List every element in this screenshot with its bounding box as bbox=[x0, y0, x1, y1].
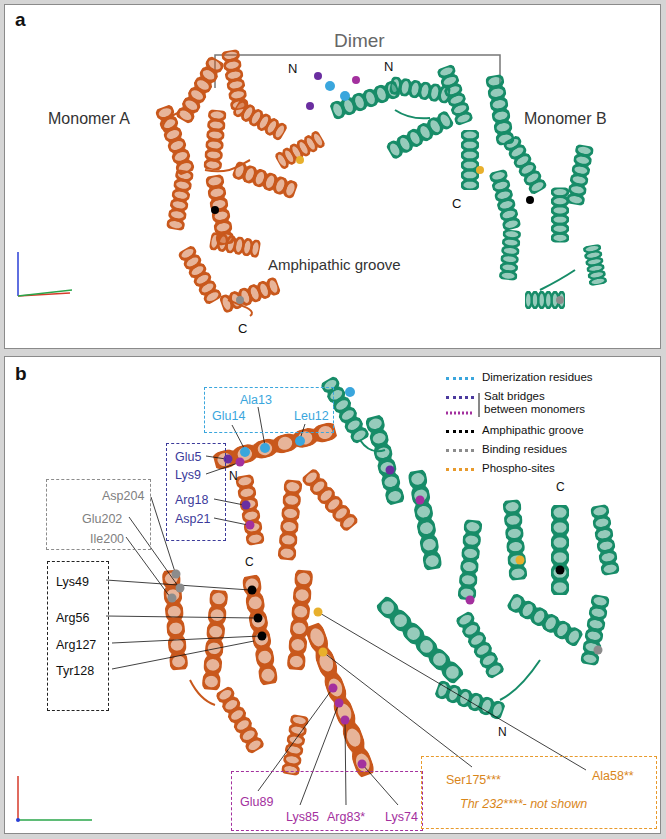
terminus-label: N bbox=[384, 60, 393, 75]
residue-label: Arg18 bbox=[175, 493, 208, 507]
terminus-label: C bbox=[556, 481, 565, 495]
panel-letter: b bbox=[15, 363, 27, 385]
terminus-label: N bbox=[229, 470, 238, 484]
residue-label: Glu89 bbox=[240, 795, 273, 809]
residue-label: Glu5 bbox=[175, 450, 201, 464]
legend-text: Salt bridges between monomers bbox=[484, 390, 590, 416]
residue-label: Asp21 bbox=[175, 512, 210, 526]
residue-label: Lys9 bbox=[175, 468, 201, 482]
legend-text: Binding residues bbox=[482, 443, 567, 456]
residue-label: Tyr128 bbox=[56, 664, 94, 678]
monomer-label: Monomer A bbox=[48, 110, 130, 128]
terminus-label: C bbox=[452, 197, 461, 212]
residue-label: Arg83* bbox=[327, 810, 365, 824]
residue-group-box: Ala58** Ser175*** Thr 232****- not shown bbox=[421, 756, 657, 829]
legend-text: Dimerization residues bbox=[482, 371, 593, 384]
residue-label: Ala58** bbox=[592, 769, 634, 783]
residue-label: Leu12 bbox=[294, 409, 329, 423]
panel: a bbox=[4, 4, 661, 349]
terminus-label: C bbox=[245, 556, 254, 570]
legend-swatch bbox=[446, 430, 474, 433]
legend-swatch bbox=[446, 396, 474, 399]
residue-label: Ile200 bbox=[90, 532, 124, 546]
terminus-label: N bbox=[288, 62, 297, 77]
residue-group-box: Glu5Lys9Arg18Asp21 bbox=[166, 443, 226, 541]
terminus-label: C bbox=[238, 322, 247, 337]
groove-label: Amphipathic groove bbox=[268, 256, 401, 273]
terminus-label: N bbox=[498, 726, 507, 740]
residue-group-box: Glu89Lys85 Arg83* Lys74 bbox=[231, 771, 423, 831]
residue-group-box: Asp204Glu202Ile200 bbox=[46, 479, 151, 550]
legend-text: Amphipathic groove bbox=[482, 424, 584, 437]
residue-group-box: Ala13Glu14 Leu12 bbox=[204, 387, 334, 433]
legend-swatch bbox=[446, 468, 474, 471]
residue-label: Lys85 bbox=[286, 810, 319, 824]
residue-label: Arg56 bbox=[56, 611, 89, 625]
residue-group-box: Lys49Arg56Arg127Tyr128 bbox=[47, 561, 109, 711]
monomer-label: Monomer B bbox=[524, 110, 607, 128]
residue-label: Arg127 bbox=[56, 638, 96, 652]
legend-text: Phospho-sites bbox=[482, 462, 555, 475]
residue-label: Asp204 bbox=[102, 489, 144, 503]
legend-swatch bbox=[446, 377, 474, 380]
residue-label: Thr 232****- not shown bbox=[460, 797, 587, 811]
figure-heading: Dimer bbox=[334, 30, 385, 52]
residue-label: Glu202 bbox=[82, 512, 122, 526]
residue-label: Lys49 bbox=[56, 575, 89, 589]
residue-label: Ala13 bbox=[240, 393, 272, 407]
residue-label: Ser175*** bbox=[446, 773, 501, 787]
residue-label: Glu14 bbox=[212, 409, 245, 423]
panel-letter: a bbox=[15, 9, 26, 31]
residue-label: Lys74 bbox=[385, 810, 418, 824]
legend-swatch bbox=[446, 449, 474, 452]
